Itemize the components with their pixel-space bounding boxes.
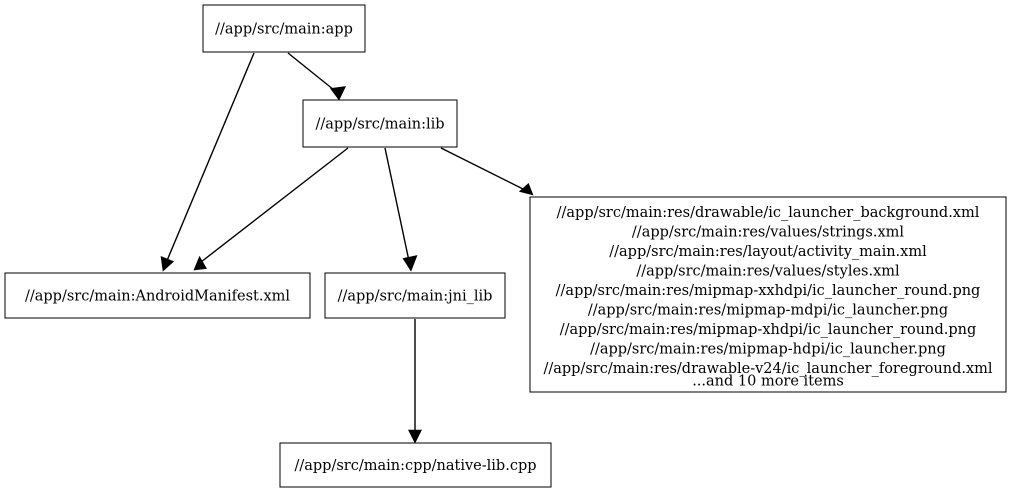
node-jni-lib-box[interactable] bbox=[324, 272, 506, 319]
node-res-line-5: //app/src/main:res/mipmap-xxhdpi/ic_laun… bbox=[556, 283, 981, 299]
node-res-line-2: //app/src/main:res/values/strings.xml bbox=[632, 225, 904, 241]
edge-line bbox=[440, 147, 526, 191]
node-android-manifest-label: //app/src/main:AndroidManifest.xml bbox=[25, 289, 290, 305]
node-native-lib-cpp-box[interactable] bbox=[279, 442, 552, 488]
node-res-line-3: //app/src/main:res/layout/activity_main.… bbox=[609, 244, 927, 260]
node-native-lib-cpp[interactable]: //app/src/main:cpp/native-lib.cpp bbox=[279, 442, 552, 488]
arrowhead-icon bbox=[408, 429, 422, 444]
edge-lib-to-jni-lib bbox=[384, 147, 418, 272]
edge-line bbox=[200, 147, 349, 263]
node-res-line-4: //app/src/main:res/values/styles.xml bbox=[636, 264, 900, 280]
node-jni-lib[interactable]: //app/src/main:jni_lib bbox=[324, 272, 506, 319]
node-jni-lib-label: //app/src/main:jni_lib bbox=[338, 289, 493, 305]
edge-app-to-lib bbox=[287, 52, 347, 101]
arrowhead-icon bbox=[518, 182, 534, 196]
node-lib-label: //app/src/main:lib bbox=[315, 117, 444, 133]
arrowhead-icon bbox=[402, 255, 418, 272]
edge-lib-to-res bbox=[440, 147, 534, 196]
edge-line bbox=[384, 147, 410, 262]
arrowhead-icon bbox=[193, 255, 207, 271]
arrowhead-icon bbox=[329, 86, 347, 101]
node-lib-box[interactable] bbox=[302, 99, 458, 148]
node-android-manifest[interactable]: //app/src/main:AndroidManifest.xml bbox=[4, 272, 311, 319]
node-lib[interactable]: //app/src/main:lib bbox=[302, 99, 458, 148]
node-res-more-items-label: ...and 10 more items bbox=[692, 374, 844, 390]
node-res-group-box[interactable] bbox=[529, 196, 1007, 393]
edge-line bbox=[287, 52, 340, 95]
node-app-label: //app/src/main:app bbox=[215, 22, 353, 38]
edge-line bbox=[165, 52, 255, 264]
node-native-lib-cpp-label: //app/src/main:cpp/native-lib.cpp bbox=[294, 458, 536, 474]
node-res-line-9: //app/src/main:res/drawable-v24/ic_launc… bbox=[543, 361, 992, 377]
node-res-group[interactable]: //app/src/main:res/drawable/ic_launcher_… bbox=[529, 196, 1007, 393]
node-app[interactable]: //app/src/main:app bbox=[202, 4, 366, 53]
node-res-line-1: //app/src/main:res/drawable/ic_launcher_… bbox=[557, 205, 980, 221]
node-android-manifest-box[interactable] bbox=[4, 272, 311, 319]
node-res-line-7: //app/src/main:res/mipmap-xhdpi/ic_launc… bbox=[560, 322, 977, 338]
edge-jni-lib-to-native-lib bbox=[408, 319, 422, 444]
edge-lib-to-manifest bbox=[193, 147, 349, 271]
arrowhead-icon bbox=[160, 256, 175, 272]
edge-app-to-manifest bbox=[160, 52, 255, 272]
node-app-box[interactable] bbox=[202, 4, 366, 53]
node-res-line-6: //app/src/main:res/mipmap-mdpi/ic_launch… bbox=[588, 303, 948, 319]
node-res-line-8: //app/src/main:res/mipmap-hdpi/ic_launch… bbox=[590, 342, 946, 358]
